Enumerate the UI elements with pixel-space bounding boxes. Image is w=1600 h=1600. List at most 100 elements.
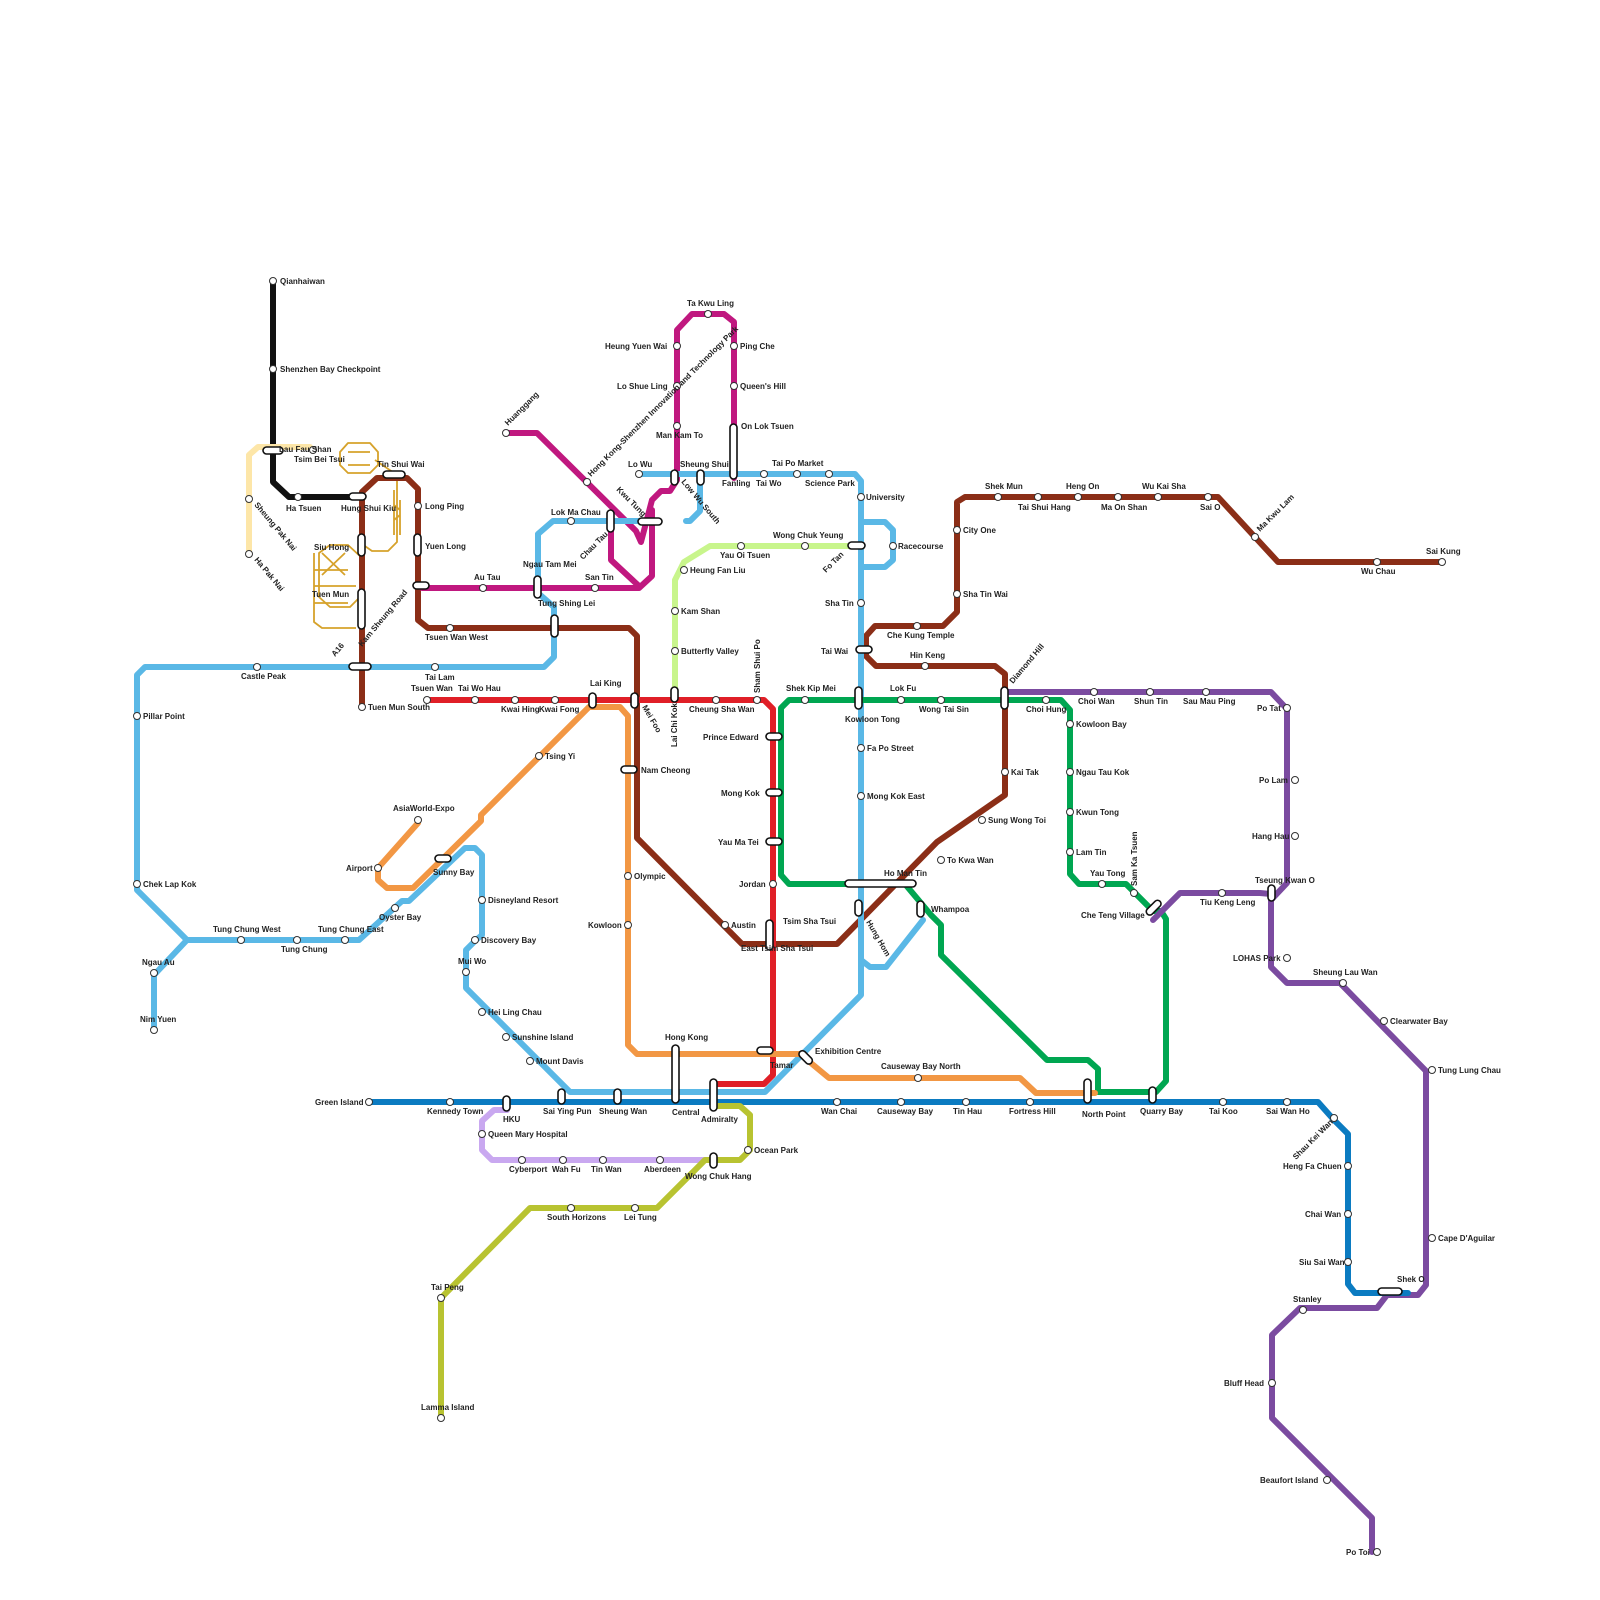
station-kwai-fong[interactable] (552, 697, 559, 704)
station-po-lam[interactable] (1292, 777, 1299, 784)
station-shenzhen-bay-checkpoint[interactable] (270, 366, 277, 373)
station-aberdeen[interactable] (657, 1157, 664, 1164)
station-lok-fu[interactable] (898, 697, 905, 704)
interchange-hku[interactable] (503, 1096, 510, 1111)
station-lamma-island[interactable] (438, 1415, 445, 1422)
station-kowloon-bay[interactable] (1067, 721, 1074, 728)
station-mount-davis[interactable] (527, 1058, 534, 1065)
green-line[interactable] (781, 700, 1166, 1092)
interchange-lai-king[interactable] (589, 693, 596, 708)
station-po-tat[interactable] (1284, 705, 1291, 712)
station-tsuen-wan-west[interactable] (447, 625, 454, 632)
interchange-yau-ma-tei[interactable] (766, 838, 782, 845)
station-ngau-tau-kok[interactable] (1067, 769, 1074, 776)
interchange-sai-ying-pun[interactable] (558, 1089, 565, 1104)
station-tung-chung-west[interactable] (238, 937, 245, 944)
station-tai-koo[interactable] (1220, 1099, 1227, 1106)
station-lok-ma-chau[interactable] (568, 518, 575, 525)
red-line[interactable] (427, 700, 773, 1084)
interchange-chau-tau[interactable] (607, 510, 614, 532)
magenta-line[interactable] (422, 314, 734, 588)
station-sham-shui-po[interactable] (754, 697, 761, 704)
station-to-kwa-wan[interactable] (938, 857, 945, 864)
station-sheung-pak-nai[interactable] (246, 496, 253, 503)
station-huanggang[interactable] (503, 430, 510, 437)
station-disneyland-resort[interactable] (479, 897, 486, 904)
interchange-nam-cheong[interactable] (621, 766, 637, 773)
station-tung-chung[interactable] (294, 937, 301, 944)
station-sai-wan-ho[interactable] (1284, 1099, 1291, 1106)
interchange-exhibition-centre[interactable] (798, 1049, 814, 1065)
station-ma-kwu-lam[interactable] (1252, 534, 1259, 541)
interchange-a16[interactable] (349, 663, 371, 670)
station-sunshine-island[interactable] (503, 1034, 510, 1041)
station-yau-tong[interactable] (1099, 881, 1106, 888)
station-wan-chai[interactable] (834, 1099, 841, 1106)
station-lo-wu[interactable] (636, 471, 643, 478)
station-mui-wo[interactable] (463, 969, 470, 976)
interchange-tin-shui-wai[interactable] (383, 471, 405, 478)
station-pillar-point[interactable] (134, 713, 141, 720)
station-jordan[interactable] (770, 881, 777, 888)
station-ocean-park[interactable] (745, 1147, 752, 1154)
interchange-hung-hom[interactable] (855, 900, 862, 916)
station-hin-keng[interactable] (922, 663, 929, 670)
station-qianhaiwan[interactable] (270, 278, 277, 285)
station-sha-tin[interactable] (858, 600, 865, 607)
interchange-whampoa[interactable] (917, 901, 924, 917)
interchange-kam-sheung-road[interactable] (413, 582, 429, 589)
interchange-ngau-tam-mei[interactable] (534, 576, 541, 598)
station-mong-kok-east[interactable] (858, 793, 865, 800)
station-sai-kung[interactable] (1439, 559, 1446, 566)
interchange-ho-man-tin[interactable] (845, 880, 916, 887)
station-hang-hau[interactable] (1292, 833, 1299, 840)
station-racecourse[interactable] (890, 543, 897, 550)
station-heng-on[interactable] (1075, 494, 1082, 501)
station-ngau-au[interactable] (151, 970, 158, 977)
station-shau-kei-wan[interactable] (1331, 1115, 1338, 1122)
interchange-fanling[interactable] (730, 424, 737, 479)
station-shek-mun[interactable] (995, 494, 1002, 501)
station-wah-fu[interactable] (560, 1157, 567, 1164)
black-line[interactable] (273, 281, 357, 497)
station-university[interactable] (858, 494, 865, 501)
station-heung-yuen-wai[interactable] (674, 343, 681, 350)
station-discovery-bay[interactable] (472, 937, 479, 944)
station-cape-daguilar[interactable] (1429, 1235, 1436, 1242)
station-kwai-hing[interactable] (512, 697, 519, 704)
interchange-lai-chi-kok[interactable] (671, 687, 678, 702)
interchange-kowloon-tong[interactable] (855, 687, 862, 709)
station-austin[interactable] (722, 922, 729, 929)
station-green-island[interactable] (366, 1099, 373, 1106)
interchange-tuen-mun[interactable] (358, 589, 365, 629)
station-asiaworld-expo[interactable] (415, 817, 422, 824)
interchange-mong-kok[interactable] (766, 789, 782, 796)
station-clearwater-bay[interactable] (1381, 1018, 1388, 1025)
interchange-admiralty[interactable] (710, 1079, 717, 1111)
interchange-quarry-bay[interactable] (1149, 1087, 1156, 1103)
station-wong-tai-sin[interactable] (938, 697, 945, 704)
station-city-one[interactable] (954, 527, 961, 534)
station-cyberport[interactable] (519, 1157, 526, 1164)
station-po-toi[interactable] (1374, 1549, 1381, 1556)
station-ta-kwu-ling[interactable] (705, 311, 712, 318)
station-che-kung-temple[interactable] (914, 623, 921, 630)
station-tsing-yi[interactable] (536, 753, 543, 760)
interchange-tamar[interactable] (757, 1047, 773, 1054)
station-science-park[interactable] (826, 471, 833, 478)
station-sung-wong-toi[interactable] (979, 817, 986, 824)
station-oyster-bay[interactable] (392, 905, 399, 912)
interchange-low-wu-south[interactable] (697, 470, 704, 485)
station-choi-wan[interactable] (1091, 689, 1098, 696)
interchange-prince-edward[interactable] (766, 733, 782, 740)
station-stanley[interactable] (1300, 1307, 1307, 1314)
interchange-mei-foo[interactable] (631, 693, 638, 708)
station-tai-po-market[interactable] (794, 471, 801, 478)
station-sheung-lau-wan[interactable] (1340, 980, 1347, 987)
station-au-tau[interactable] (480, 585, 487, 592)
station-kwun-tong[interactable] (1067, 809, 1074, 816)
station-wu-kai-sha[interactable] (1155, 494, 1162, 501)
interchange-fo-tan[interactable] (848, 542, 865, 549)
station-tai-wo-hau[interactable] (472, 697, 479, 704)
station-san-tin[interactable] (592, 585, 599, 592)
